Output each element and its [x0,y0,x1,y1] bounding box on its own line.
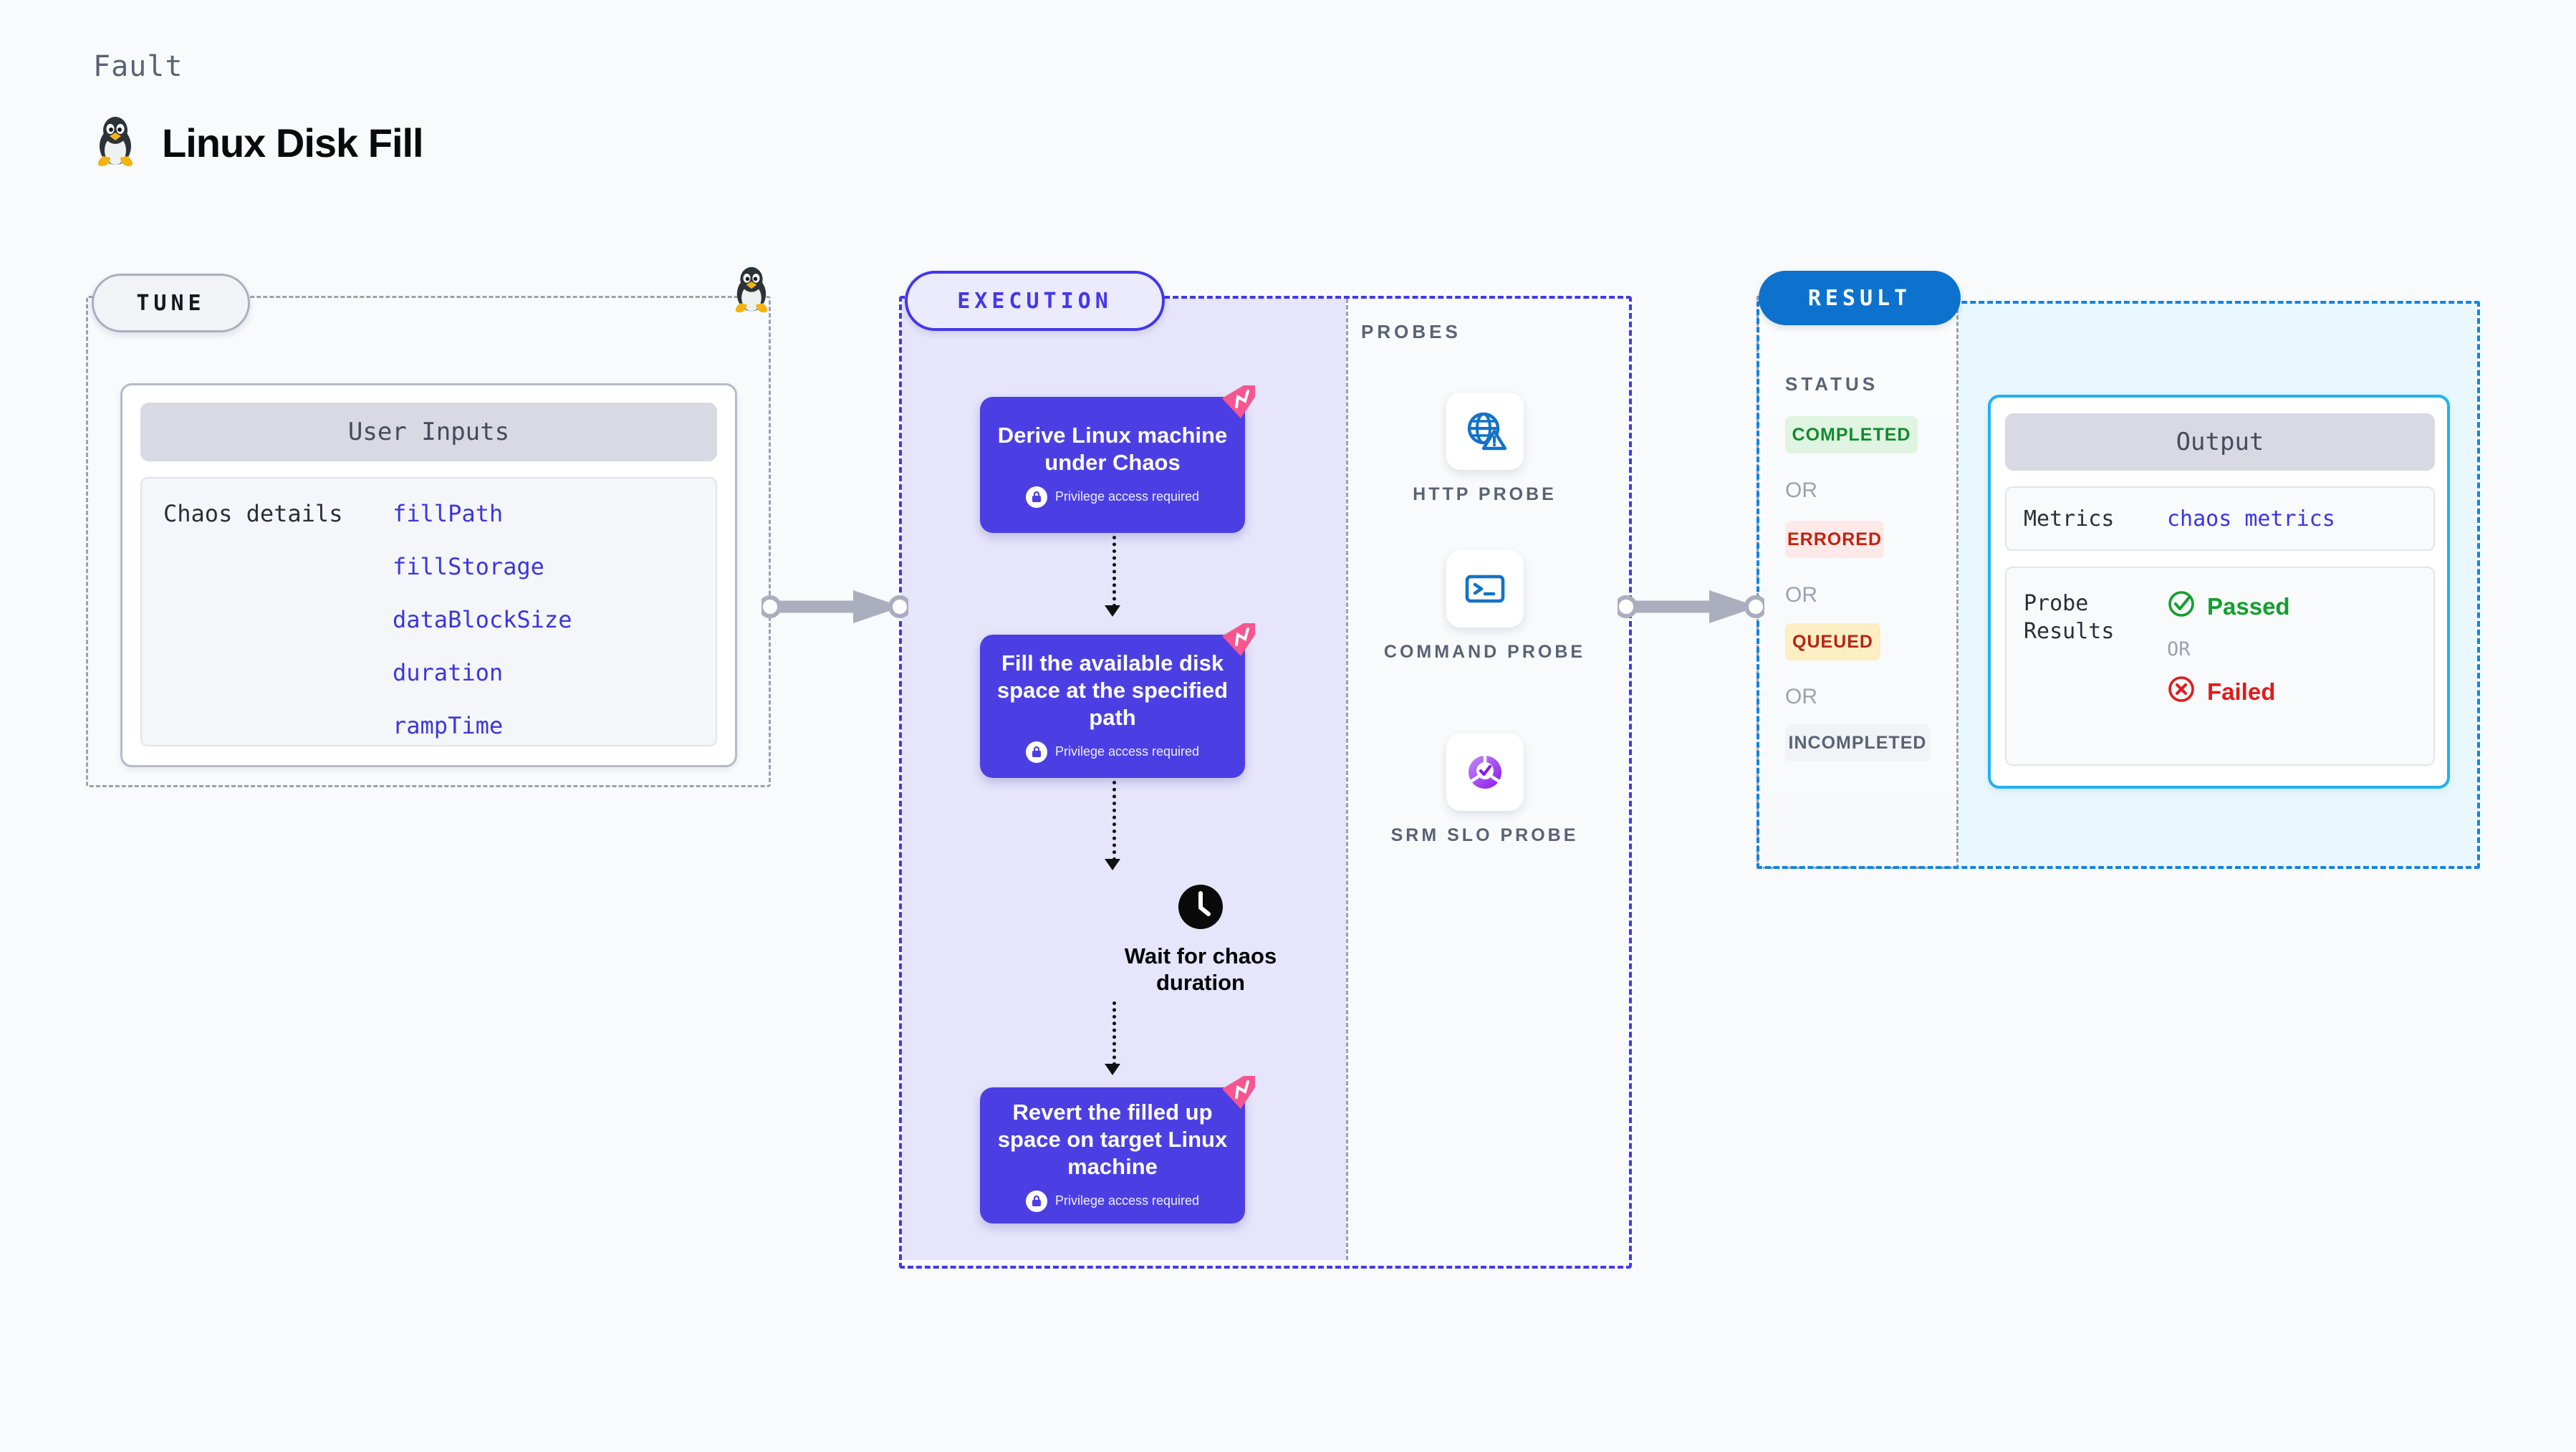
slo-donut-check-icon [1446,734,1524,811]
chaos-details-row: Chaos details fillPath fillStorage dataB… [140,477,717,746]
input-key-ramptime[interactable]: rampTime [393,712,504,739]
privilege-note: Privilege access required [1025,741,1200,763]
step-title: Revert the filled up space on target Lin… [997,1100,1228,1179]
status-or-3: OR [1785,685,1817,708]
chaos-details-input-list: fillPath fillStorage dataBlockSize durat… [393,500,572,745]
tune-to-execution-arrow [759,589,911,628]
step-connector-1 [1112,536,1116,607]
execution-step-card-3[interactable]: Revert the filled up space on target Lin… [980,1076,1255,1223]
status-badge-completed: COMPLETED [1785,416,1918,453]
probe-result-or: OR [2167,638,2191,660]
privilege-note: Privilege access required [1025,1190,1200,1212]
fault-kicker-label: Fault [93,50,183,83]
probe-result-failed: Failed [2167,675,2290,709]
probe-label: SRM SLO PROBE [1390,825,1579,845]
input-key-duration[interactable]: duration [393,659,504,686]
passed-label: Passed [2207,593,2290,620]
page-title: Linux Disk Fill [162,120,424,165]
execution-to-result-arrow [1615,589,1767,628]
probes-column [1346,299,1623,1260]
privilege-text: Privilege access required [1054,1193,1200,1208]
step-connector-2 [1112,781,1116,861]
execution-step-card-1[interactable]: Derive Linux machine under Chaos Privile… [980,385,1255,533]
check-circle-icon [2167,590,2196,624]
step-arrow-2 [1105,859,1120,870]
chaos-fault-ribbon-icon [1219,620,1258,663]
result-region [1756,301,2480,869]
step-arrow-3 [1105,1064,1120,1075]
step-arrow-1 [1105,605,1120,617]
metrics-value[interactable]: chaos metrics [2167,506,2335,532]
lock-icon [1025,741,1047,763]
input-key-fillstorage[interactable]: fillStorage [393,553,544,580]
output-probe-results-row: Probe Results Passed OR [2005,567,2435,766]
lock-icon [1025,1190,1047,1212]
execution-pill[interactable]: EXECUTION [905,271,1165,331]
cross-circle-icon [2167,675,2196,709]
step-title: Derive Linux machine under Chaos [997,423,1228,475]
probe-label: HTTP PROBE [1413,484,1557,504]
execution-step-card-2[interactable]: Fill the available disk space at the spe… [980,623,1255,778]
output-metrics-row: Metrics chaos metrics [2005,486,2435,551]
execution-region [899,296,1632,1269]
probe-item-srm-slo[interactable]: SRM SLO PROBE [1346,734,1623,848]
clock-icon [1177,885,1224,933]
tune-region [86,296,771,787]
output-card: Output Metrics chaos metrics Probe Resul… [1988,395,2450,789]
chaos-fault-ribbon-icon [1219,1073,1258,1115]
page-title-row: Linux Disk Fill [93,115,424,171]
user-inputs-card: User Inputs Chaos details fillPath fillS… [120,383,737,767]
probe-results-key: Probe Results [2024,591,2115,644]
privilege-text: Privilege access required [1054,489,1200,504]
terminal-icon [1446,550,1524,628]
globe-warning-icon [1446,393,1524,470]
chaos-details-label: Chaos details [163,500,343,527]
failed-label: Failed [2207,678,2276,705]
probe-item-http[interactable]: HTTP PROBE [1346,393,1623,507]
probe-item-command[interactable]: COMMAND PROBE [1346,550,1623,665]
metrics-key: Metrics [2024,506,2115,532]
user-inputs-card-title: User Inputs [140,403,717,461]
privilege-text: Privilege access required [1054,744,1200,759]
probe-result-passed: Passed [2167,590,2290,624]
probe-label: COMMAND PROBE [1383,642,1586,662]
result-pill[interactable]: RESULT [1759,271,1961,325]
wait-node-label: Wait for chaos duration [1124,943,1277,996]
lock-icon [1025,486,1047,508]
status-or-2: OR [1785,583,1817,607]
probes-section-label: PROBES [1361,321,1461,342]
status-badge-errored: ERRORED [1785,521,1884,558]
step-connector-3 [1112,1001,1116,1066]
step-title: Fill the available disk space at the spe… [996,650,1229,730]
status-badge-queued: QUEUED [1785,623,1880,660]
status-section-label: STATUS [1785,373,1879,395]
privilege-note: Privilege access required [1025,486,1200,508]
linux-penguin-icon [93,115,138,171]
tune-pill[interactable]: TUNE [92,274,250,332]
input-key-datablocksize[interactable]: dataBlockSize [393,606,572,633]
wait-for-duration-node: Wait for chaos duration [1097,883,1304,996]
chaos-fault-ribbon-icon [1219,383,1258,425]
linux-penguin-icon [731,265,772,317]
status-badge-incompleted: INCOMPLETED [1785,724,1930,761]
output-card-title: Output [2005,413,2435,471]
input-key-fillpath[interactable]: fillPath [393,500,504,527]
status-or-1: OR [1785,479,1817,502]
